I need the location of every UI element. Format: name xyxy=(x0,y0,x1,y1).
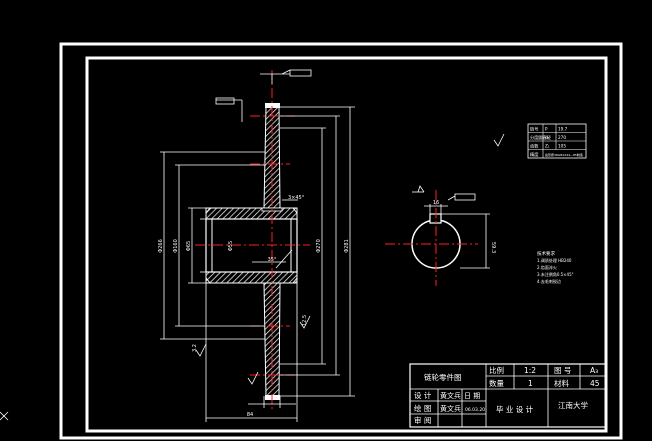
dim-right-outer: Φ281 xyxy=(344,239,350,252)
tb-quantity-value: 1 xyxy=(528,379,533,388)
tech-req-item-3: 3.未注倒角0.5×45° xyxy=(537,271,574,277)
tb-design-name: 黄文兵 xyxy=(440,391,461,400)
technical-requirements: 技术要求 1.调质处理 HB240 2.齿面淬火 3.未注倒角0.5×45° 4… xyxy=(537,250,574,284)
dim-width-bottom: 84 xyxy=(247,412,253,418)
dim-left-inner: Φ65 xyxy=(186,241,192,251)
hub-upper-section xyxy=(205,207,298,220)
dim-left-mid: Φ160 xyxy=(173,239,179,252)
inner-frame xyxy=(85,56,608,433)
roughness-left: 3.2 xyxy=(192,344,198,352)
dim-key-height: 59.3 xyxy=(490,242,496,253)
dim-angle: 35° xyxy=(268,257,277,263)
hub-end-view: 16 59.3 xyxy=(385,185,496,286)
dim-left-outer: Φ266 xyxy=(158,239,164,252)
tb-drawing-no-value: A₃ xyxy=(590,366,598,375)
tb-drawing-no-label: 图 号 xyxy=(554,366,571,375)
param-cell-1-2: 270 xyxy=(558,135,566,140)
tb-project: 毕 业 设 计 xyxy=(496,404,534,414)
dimension-texts: Φ266 Φ160 Φ65 Φ55 Φ270 Φ281 84 35° 3×45°… xyxy=(158,195,350,418)
dim-chamfer: 3×45° xyxy=(288,195,305,201)
tb-drafting-name: 黄文兵 xyxy=(440,404,461,413)
hub-lower-section xyxy=(205,271,298,284)
bore-outline xyxy=(205,218,298,273)
tb-scale-label: 比例 xyxy=(489,365,504,375)
outer-frame xyxy=(59,42,623,440)
param-cell-3-2: 齿形按3RGB1244—85制造 xyxy=(545,152,583,157)
tb-quantity-label: 数量 xyxy=(489,378,504,388)
tech-req-title: 技术要求 xyxy=(537,250,555,257)
cursor-crosshair-icon xyxy=(0,411,9,421)
tb-scale-value: 1:2 xyxy=(524,366,536,375)
general-roughness-mark xyxy=(493,133,505,147)
title-block: 链轮零件图 比例 1:2 图 号 A₃ 数量 1 材料 45 设 计 黄文兵 日… xyxy=(409,363,607,428)
tb-school: 江南大学 xyxy=(558,400,588,410)
param-cell-2-0: 齿数 xyxy=(530,142,539,149)
dimension-lines xyxy=(160,69,355,422)
dim-right-mid: Φ270 xyxy=(316,239,322,252)
tb-review-label: 审 阅 xyxy=(414,415,431,425)
param-cell-1-1: d₁ xyxy=(545,135,550,140)
param-cell-2-2: 105 xyxy=(558,143,566,148)
tooth-tip-top xyxy=(265,103,280,108)
tb-drafting-date: 06.03.20 xyxy=(465,407,485,413)
param-cell-2-1: Z₁ xyxy=(545,143,550,148)
sprocket-section-view xyxy=(205,103,298,400)
tech-req-item-1: 1.调质处理 HB240 xyxy=(537,257,572,263)
param-cell-0-2: 19.7 xyxy=(558,126,568,131)
tb-drawing-name: 链轮零件图 xyxy=(424,372,462,382)
tb-date-label: 日 期 xyxy=(464,392,480,400)
dim-hub-inner: Φ55 xyxy=(228,241,234,251)
param-cell-0-1: P xyxy=(545,126,548,131)
param-cell-3-0: 精度 xyxy=(530,151,539,158)
tb-material-label: 材料 xyxy=(554,378,569,388)
roughness-right: 12.5 xyxy=(302,315,308,326)
tech-req-item-2: 2.齿面淬火 xyxy=(537,264,557,270)
dim-keyway: 16 xyxy=(433,200,439,206)
tb-drafting-label: 绘 图 xyxy=(414,403,431,413)
tb-material-value: 45 xyxy=(590,379,600,388)
tech-req-item-4: 4.去毛刺锐边 xyxy=(537,278,561,284)
param-cell-0-0: 链号 xyxy=(530,125,538,132)
tb-design-label: 设 计 xyxy=(414,390,432,400)
param-cell-1-0: 分度圆直径 xyxy=(530,134,551,141)
